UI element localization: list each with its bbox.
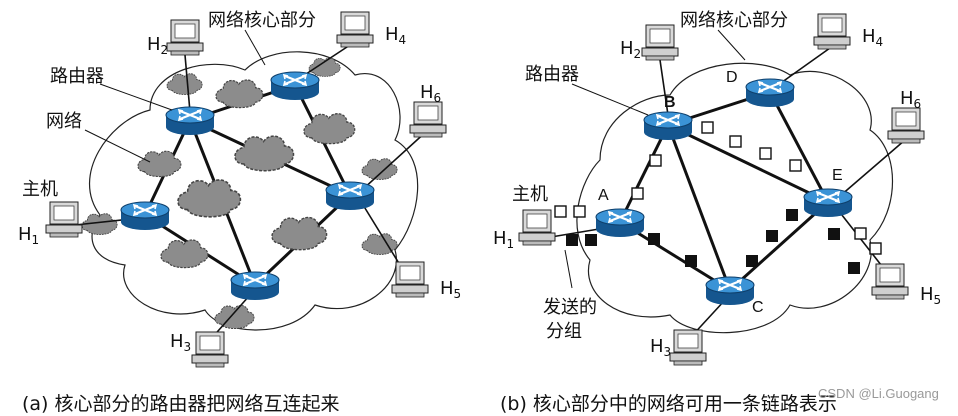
router-icon (704, 275, 756, 307)
host-computer-icon (871, 263, 909, 300)
packets-black (566, 209, 860, 274)
network-cloud (271, 216, 328, 251)
packet (786, 209, 798, 221)
host-computer-icon (669, 329, 707, 366)
node-label-c: C (752, 299, 764, 316)
caption-b: (b) 核心部分中的网络可用一条链路表示 (500, 393, 837, 415)
host-computer-icon (641, 24, 679, 61)
host-computer-icon (518, 209, 556, 246)
packet (566, 234, 578, 246)
packet (854, 227, 867, 240)
packet (685, 255, 697, 267)
core-cloud-a (88, 51, 419, 331)
packet (573, 205, 586, 218)
host-label-h4: H4 (385, 24, 406, 47)
router-label-a: 路由器 (50, 66, 104, 87)
router-icon (269, 70, 321, 102)
router-icon (594, 207, 646, 239)
network-cloud (214, 304, 255, 329)
host-computer-icon (191, 331, 229, 368)
node-label-e: E (832, 167, 843, 184)
router-icon (164, 105, 216, 137)
panel-a: H2 H4 H6 H1 H5 H3 网络核心部分 路由器 网络 主机 (a) 核… (18, 10, 461, 415)
network-cloud (177, 179, 242, 218)
packet (848, 262, 860, 274)
node-label-a: A (598, 187, 609, 204)
packet (701, 121, 714, 134)
host-label-h2: H2 (620, 38, 641, 61)
packets-label-line1: 发送的 (543, 297, 597, 318)
node-label-b: B (664, 94, 676, 111)
host-computer-icon (887, 107, 925, 144)
packet (729, 135, 742, 148)
core-label-b: 网络核心部分 (680, 10, 788, 31)
router-icon (802, 187, 854, 219)
packet (789, 159, 802, 172)
host-label-h3: H3 (650, 336, 671, 359)
router-icon (119, 200, 171, 232)
host-computer-icon (166, 19, 204, 56)
caption-a: (a) 核心部分的路由器把网络互连起来 (22, 393, 340, 415)
packet (648, 233, 660, 245)
host-label-h5: H5 (920, 284, 941, 307)
host-label-h6: H6 (420, 82, 441, 105)
network-label-a: 网络 (46, 111, 82, 132)
router-icon (642, 110, 694, 142)
node-label-d: D (726, 69, 738, 86)
packet (746, 255, 758, 267)
host-computer-icon (45, 201, 83, 238)
host-label-h4: H4 (862, 26, 883, 49)
host-computer-icon (409, 101, 447, 138)
core-label-a: 网络核心部分 (208, 10, 316, 31)
network-cloud (160, 239, 209, 269)
host-label-a: 主机 (22, 179, 58, 200)
router-label-b: 路由器 (525, 64, 579, 85)
host-label-h1: H1 (493, 228, 514, 251)
host-label-h5: H5 (440, 278, 461, 301)
host-label-h1: H1 (18, 224, 39, 247)
router-icon (324, 180, 376, 212)
packet (766, 230, 778, 242)
packet (649, 154, 662, 167)
host-label-h6: H6 (900, 88, 921, 111)
host-computer-icon (813, 13, 851, 50)
host-computer-icon (391, 261, 429, 298)
packet (759, 147, 772, 160)
watermark: CSDN @Li.Guogang (818, 386, 939, 401)
router-icon (744, 77, 796, 109)
links-b (618, 90, 830, 292)
panel-b: B D A E C H2 H4 H6 H1 H5 H3 网络核心部分 路由器 主… (493, 10, 941, 415)
host-label-h2: H2 (147, 34, 168, 57)
network-cloud (166, 73, 203, 95)
host-computer-icon (336, 11, 374, 48)
router-icon (229, 270, 281, 302)
host-label-h3: H3 (170, 331, 191, 354)
packets-white (554, 121, 882, 255)
packet (585, 234, 597, 246)
packets-label-line2: 分组 (546, 321, 582, 342)
packet (828, 228, 840, 240)
network-cloud (215, 79, 264, 109)
packet (631, 187, 644, 200)
packet (554, 205, 567, 218)
packet (869, 242, 882, 255)
host-label-b: 主机 (512, 184, 548, 205)
